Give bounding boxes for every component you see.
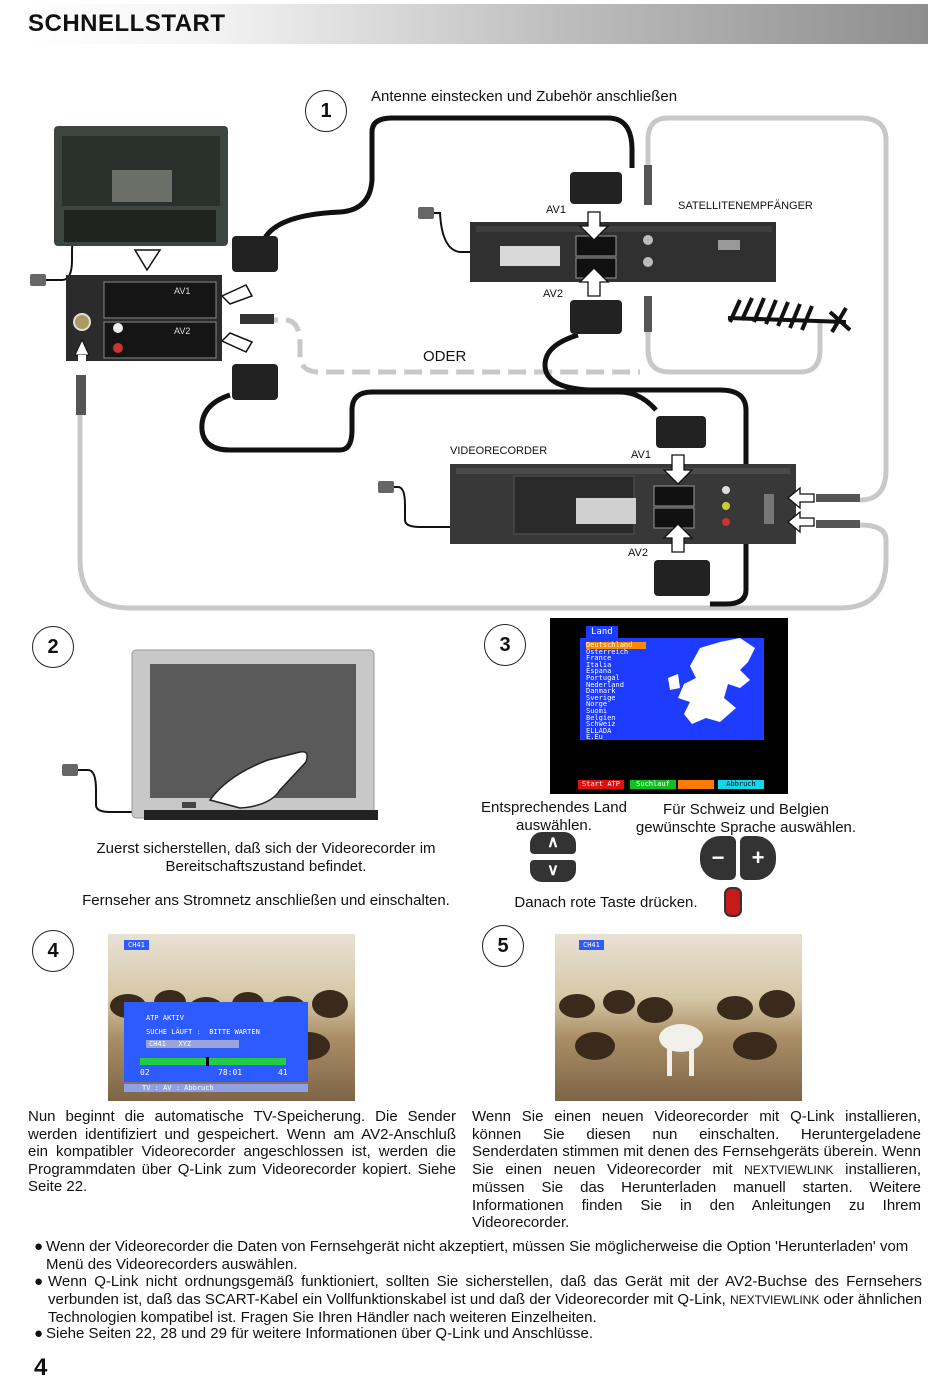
country-list: Deutschland Osterreich France Italia Esp…	[586, 642, 646, 741]
country-item[interactable]: Norge	[586, 700, 608, 709]
page-number: 4	[34, 1354, 48, 1381]
progress-left: 02	[140, 1068, 150, 1077]
minus-button[interactable]: −	[700, 836, 736, 880]
tv-av2-label: AV2	[174, 326, 191, 336]
vcr-label: VIDEORECORDER	[450, 445, 548, 457]
europe-map-icon	[668, 638, 755, 724]
progress-marker	[205, 1057, 209, 1066]
horses-image-2: CH41	[555, 934, 802, 1101]
step-3-text-left: Entsprechendes Land auswählen.	[481, 799, 627, 834]
horses-image-1: CH41 ATP AKTIV SUCHE LÄUFT : BITTE WARTE…	[108, 934, 355, 1101]
progress-mid: 78:01	[218, 1068, 243, 1077]
sat-receiver-label: SATELLITENEMPFÄNGER	[678, 200, 813, 212]
note-1: ● Wenn der Videorecorder die Daten von F…	[34, 1238, 922, 1273]
vcr-av1-label: AV1	[631, 449, 651, 461]
note-2-text: Wenn Q-Link nicht ordnungsgemäß funktion…	[48, 1273, 922, 1327]
note-3: ● Siehe Seiten 22, 28 und 29 für weitere…	[34, 1325, 922, 1343]
country-item[interactable]: Sverige	[586, 693, 616, 702]
yellow-button[interactable]	[678, 780, 714, 789]
step-5-text-b: installieren, müssen Sie das Herunterlad…	[472, 1160, 921, 1232]
note-2-text-b: oder ähnlichen Technologien kompatibel i…	[48, 1290, 922, 1327]
step-5-number: 5	[482, 925, 524, 967]
sat-av2-label: AV2	[543, 288, 563, 300]
step-3-number: 3	[484, 624, 526, 666]
note-3-text: Siehe Seiten 22, 28 und 29 für weitere I…	[46, 1325, 594, 1342]
atp-current-channel: CH41 XYZ	[146, 1040, 239, 1048]
note-1-text: Wenn der Videorecorder die Daten von Fer…	[46, 1238, 909, 1273]
country-item[interactable]: Deutschland	[586, 642, 646, 649]
country-item[interactable]: France	[586, 654, 612, 663]
country-item[interactable]: ELLADA	[586, 726, 612, 735]
step-3-text-red: Danach rote Taste drücken.	[514, 894, 698, 911]
step-5-text-a: Wenn Sie einen neuen Videorecorder mit Q…	[472, 1108, 921, 1178]
note-2-text-a: Wenn Q-Link nicht ordnungsgemäß funktion…	[48, 1273, 922, 1308]
country-item[interactable]: Portugal	[586, 673, 620, 682]
country-item[interactable]: Danmark	[586, 687, 616, 696]
bullet-icon: ●	[34, 1273, 44, 1290]
red-button[interactable]	[724, 887, 742, 917]
osd-footer: TV : AV : Abbruch	[124, 1084, 308, 1092]
atp-search: SUCHE LÄUFT : BITTE WARTEN	[146, 1028, 260, 1036]
header-bar	[24, 4, 928, 44]
horses-silhouettes	[559, 990, 795, 1076]
up-arrow-button[interactable]: ∧	[530, 832, 576, 854]
sat-av1-label: AV1	[546, 204, 566, 216]
country-menu-screen: Land Deutschland Osterreich France Itali…	[550, 618, 788, 794]
vcr-av2-label: AV2	[628, 547, 648, 559]
page-title: SCHNELLSTART	[28, 10, 226, 37]
country-item[interactable]: E.Eu	[586, 733, 603, 742]
progress-track	[140, 1057, 286, 1066]
country-item[interactable]: Espana	[586, 667, 612, 676]
bullet-icon: ●	[34, 1238, 44, 1255]
step-3-text-right: Für Schweiz und Belgien gewünschte Sprac…	[635, 801, 857, 836]
bullet-icon: ●	[34, 1325, 44, 1342]
step-2-text-1: Zuerst sicherstellen, daß sich der Video…	[96, 840, 436, 875]
step-2-text-2: Fernseher ans Stromnetz anschließen und …	[82, 892, 450, 909]
step-1-number: 1	[305, 90, 347, 132]
plus-button[interactable]: +	[740, 836, 776, 880]
menu-title: Land	[586, 626, 618, 638]
atp-status: ATP AKTIV	[146, 1014, 184, 1022]
country-item[interactable]: Italia	[586, 660, 612, 669]
down-arrow-button[interactable]: ∨	[530, 860, 576, 882]
tv-av1-label: AV1	[174, 286, 191, 296]
progress-right: 41	[278, 1068, 288, 1077]
note-2: ● Wenn Q-Link nicht ordnungsgemäß funkti…	[34, 1273, 922, 1327]
oder-label: ODER	[423, 348, 467, 365]
country-item[interactable]: Nederland	[586, 680, 624, 689]
start-atp-button[interactable]: Start ATP	[578, 780, 624, 789]
country-item[interactable]: Suomi	[586, 706, 608, 715]
step-2-number: 2	[32, 626, 74, 668]
country-item[interactable]: Belgien	[586, 713, 616, 722]
step-1-caption: Antenne einstecken und Zubehör anschließ…	[371, 88, 678, 105]
step-4-number: 4	[32, 930, 74, 972]
abbruch-button[interactable]: Abbruch	[718, 780, 764, 789]
step-5-text: Wenn Sie einen neuen Videorecorder mit Q…	[472, 1108, 921, 1232]
step-4-text: Nun beginnt die automatische TV-Speicher…	[28, 1108, 456, 1195]
channel-badge: CH41	[579, 940, 604, 950]
connection-diagram	[30, 115, 889, 611]
suchlauf-button[interactable]: Suchlauf	[630, 780, 676, 789]
country-item[interactable]: Schweiz	[586, 720, 616, 729]
nextviewlink-term: NEXTVIEWLINK	[729, 1292, 820, 1307]
country-item[interactable]: Osterreich	[586, 647, 629, 656]
nextviewlink-term: NEXTVIEWLINK	[744, 1162, 834, 1177]
channel-badge: CH41	[124, 940, 149, 950]
